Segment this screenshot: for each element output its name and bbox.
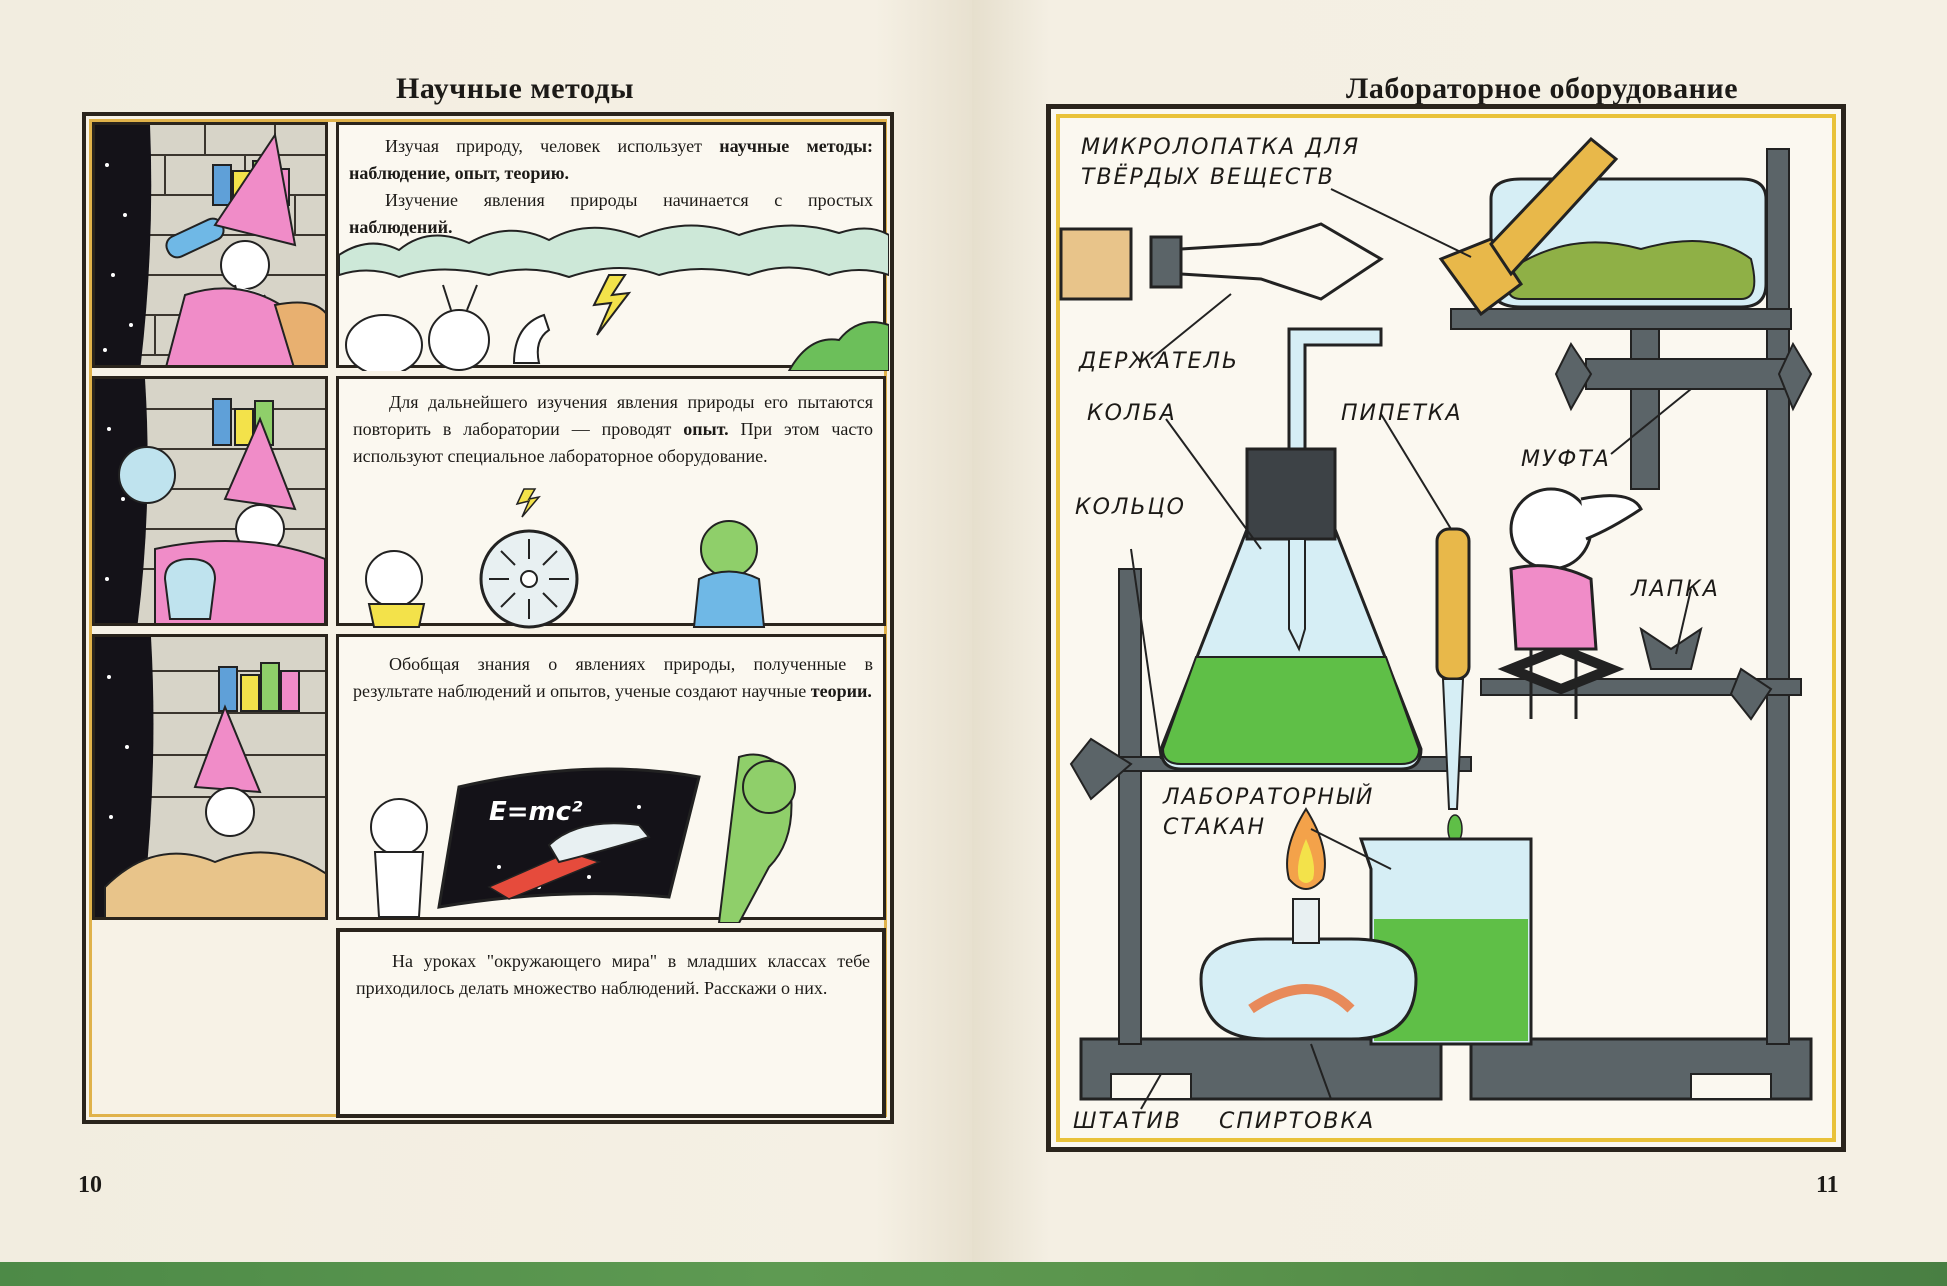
observation-scene-image xyxy=(339,224,889,371)
panel2-sentence2: При этом часто используют специальное ла… xyxy=(353,419,873,466)
label-ring: КОЛЬЦО xyxy=(1075,495,1186,520)
panel1-text: Изучая природу, человек использует научн… xyxy=(349,133,873,241)
panel3-theories-bold: теории. xyxy=(810,681,872,701)
label-stand: ШТАТИВ xyxy=(1073,1109,1183,1134)
comic-frame: Изучая природу, человек использует научн… xyxy=(82,112,894,1124)
page-number-left: 10 xyxy=(78,1172,102,1198)
panel3-sentence1: Обобщая знания о явлениях природы, получ… xyxy=(353,654,873,701)
panel2-experiment-bold: опыт. xyxy=(683,419,729,439)
label-spatula-line2: ТВЁРДЫХ ВЕЩЕСТВ xyxy=(1081,165,1335,190)
experiment-scene-image xyxy=(365,488,766,629)
wizard-experiment-image xyxy=(95,379,325,623)
panel4-text-box: На уроках "окружающего мира" в младших к… xyxy=(336,928,886,1118)
label-burner: СПИРТОВКА xyxy=(1219,1109,1376,1134)
label-pipette: ПИПЕТКА xyxy=(1341,401,1463,426)
panel1-methods-bold: научные методы: наблюдение, опыт, теорию… xyxy=(349,136,873,183)
page-number-right: 11 xyxy=(1816,1172,1839,1198)
label-clamp: МУФТА xyxy=(1521,447,1611,472)
label-holder: ДЕРЖАТЕЛЬ xyxy=(1079,349,1240,374)
label-beaker-line2: СТАКАН xyxy=(1163,815,1267,840)
panel3-illustration xyxy=(92,634,328,920)
panel2-sentence1: Для дальнейшего изучения явления природы… xyxy=(353,392,873,439)
panel4-text: На уроках "окружающего мира" в младших к… xyxy=(356,948,870,1002)
book-cover-edge xyxy=(0,1262,1947,1286)
wizard-telescope-image xyxy=(95,125,325,365)
panel1-sentence1: Изучая природу, человек использует xyxy=(385,136,720,156)
wizard-reading-image xyxy=(95,637,325,917)
formula-text: E=mc² xyxy=(489,797,583,827)
panel2-text-box: Для дальнейшего изучения явления природы… xyxy=(336,376,886,629)
label-paw: ЛАПКА xyxy=(1631,577,1720,602)
panel1-sentence2: Изучение явления природы начинается с пр… xyxy=(385,190,873,210)
label-beaker-line1: ЛАБОРАТОРНЫЙ xyxy=(1163,785,1375,810)
label-spatula-line1: МИКРОЛОПАТКА ДЛЯ xyxy=(1081,135,1361,160)
panel2-text: Для дальнейшего изучения явления природы… xyxy=(353,389,873,470)
panel2-illustration xyxy=(92,376,328,626)
page-title-right: Лабораторное оборудование xyxy=(1346,72,1739,105)
panel1-observations-bold: наблюдений. xyxy=(349,217,453,237)
left-page: Научные методы xyxy=(0,0,972,1262)
panel1-illustration xyxy=(92,122,328,368)
lab-equipment-illustration xyxy=(1059,136,1813,1110)
page-title-left: Научные методы xyxy=(396,72,635,105)
panel3-text-box: Обобщая знания о явлениях природы, получ… xyxy=(336,634,886,923)
label-flask: КОЛБА xyxy=(1087,401,1177,426)
panel4-question: На уроках "окружающего мира" в младших к… xyxy=(356,951,870,998)
lab-equipment-frame: МИКРОЛОПАТКА ДЛЯ ТВЁРДЫХ ВЕЩЕСТВ ДЕРЖАТЕ… xyxy=(1046,104,1846,1152)
panel1-text-box: Изучая природу, человек использует научн… xyxy=(336,122,889,371)
panel3-text: Обобщая знания о явлениях природы, получ… xyxy=(353,651,873,705)
theory-scene-image xyxy=(370,753,796,923)
